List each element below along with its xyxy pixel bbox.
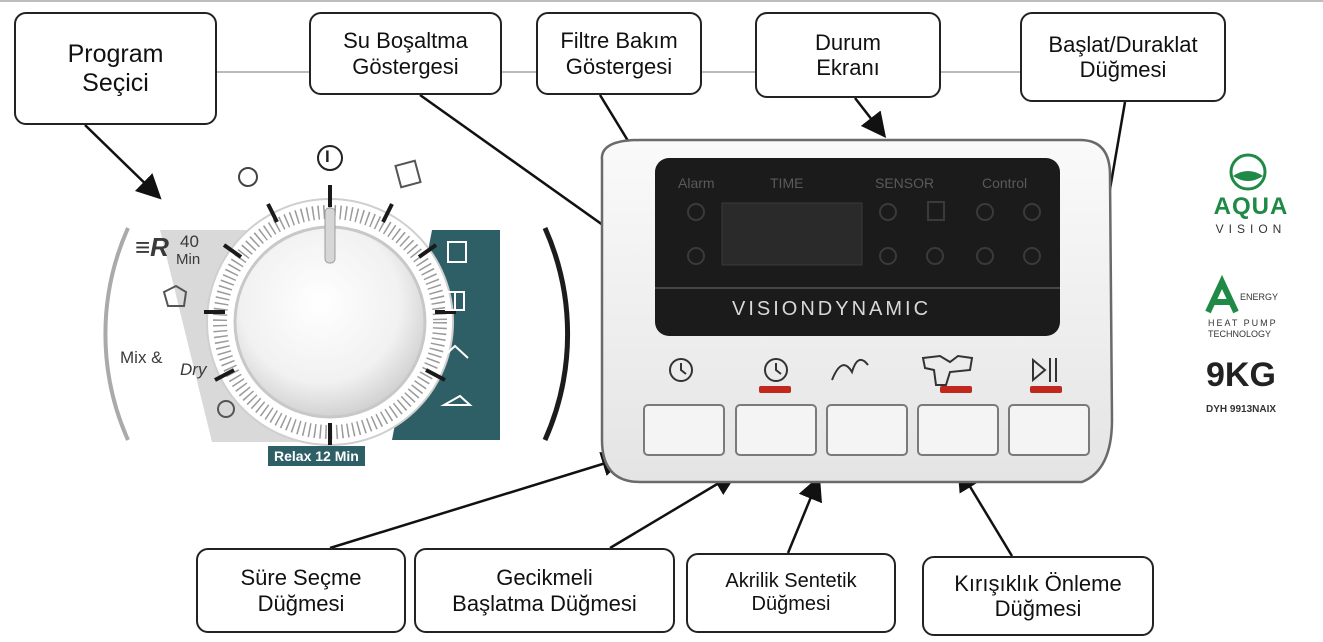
indicator-kirisiklik — [940, 386, 972, 393]
callout-text: Düğmesi — [994, 596, 1082, 621]
callout-filtre-bakim: Filtre Bakım Göstergesi — [536, 12, 702, 95]
callout-text: Akrilik Sentetik — [725, 570, 857, 592]
dial-right-arc — [542, 226, 571, 442]
arrow-gecikmeli — [609, 471, 739, 550]
akrilik-button — [826, 404, 908, 456]
callout-gecikmeli: Gecikmeli Başlatma Düğmesi — [414, 548, 675, 633]
callout-baslat-duraklat: Başlat/Duraklat Düğmesi — [1020, 12, 1226, 102]
callout-text: Ekranı — [816, 55, 880, 80]
display-sensor: SENSOR — [875, 175, 935, 191]
energy-text: ENERGY — [1240, 292, 1279, 302]
display-control: Control — [982, 175, 1028, 191]
callout-text: Düğmesi — [1079, 57, 1167, 82]
relax-label: Relax 12 Min — [268, 446, 365, 466]
callout-text: Göstergesi — [352, 53, 459, 79]
callout-text: Durum — [814, 29, 881, 55]
callout-durum-ekrani: Durum Ekranı — [755, 12, 941, 98]
vision-text: VISION — [1215, 222, 1287, 236]
callout-text: Düğmesi — [257, 590, 345, 616]
top-divider — [0, 0, 1323, 2]
callout-text: Başlatma Düğmesi — [452, 590, 637, 616]
model-text: DYH 9913NAIX — [1206, 404, 1277, 415]
arrow-sure — [329, 451, 627, 550]
er-label: ≡R — [135, 232, 169, 262]
callout-text: Program — [67, 39, 164, 68]
display-alarm: Alarm — [678, 175, 715, 191]
callout-text: Düğmesi — [751, 593, 831, 615]
min-label: Min — [176, 251, 201, 268]
callout-text: Kırışıklık Önleme — [954, 570, 1122, 596]
dry-label: Dry — [180, 360, 207, 379]
callout-text: Gecikmeli — [496, 565, 593, 591]
sure-secme-button — [643, 404, 725, 456]
power-symbol-icon: I — [325, 147, 330, 166]
mix-label: Mix & — [120, 348, 163, 367]
heat-pump-text: HEAT PUMP — [1208, 318, 1278, 328]
arrow-akrilik — [786, 475, 822, 554]
capacity-text: 9KG — [1206, 356, 1276, 394]
energy-logo-icon — [1205, 274, 1239, 314]
dial-left-arc — [103, 227, 130, 441]
callout-kirisiklik: Kırışıklık Önleme Düğmesi — [922, 556, 1154, 636]
arrow-durum — [854, 97, 887, 138]
callout-su-bosaltma: Su Boşaltma Göstergesi — [309, 12, 502, 95]
callout-text: Süre Seçme — [240, 565, 362, 591]
knob-pointer — [324, 207, 336, 264]
technology-text: TECHNOLOGY — [1208, 329, 1272, 339]
forty-label: 40 — [180, 232, 199, 251]
indicator-baslat — [1030, 386, 1062, 393]
aqua-text: AQUA — [1213, 193, 1289, 220]
callout-program-secici: Program Seçici — [14, 12, 217, 125]
callout-text: Göstergesi — [565, 53, 673, 79]
callout-text: Filtre Bakım — [560, 28, 678, 54]
arrow-kirisiklik — [957, 465, 1014, 557]
kirisiklik-button — [917, 404, 999, 456]
baslat-button — [1008, 404, 1090, 456]
callout-akrilik: Akrilik Sentetik Düğmesi — [686, 553, 896, 633]
callout-text: Seçici — [82, 68, 149, 97]
display-time: TIME — [770, 175, 804, 191]
callout-text: Başlat/Duraklat — [1048, 31, 1198, 57]
indicator-gecikmeli — [759, 386, 791, 393]
display-brand: VISIONDYNAMIC — [732, 298, 932, 320]
arrow-program — [84, 124, 162, 200]
callout-sure-secme: Süre Seçme Düğmesi — [196, 548, 406, 633]
callout-text: Su Boşaltma — [343, 28, 468, 54]
gecikmeli-button — [735, 404, 817, 456]
